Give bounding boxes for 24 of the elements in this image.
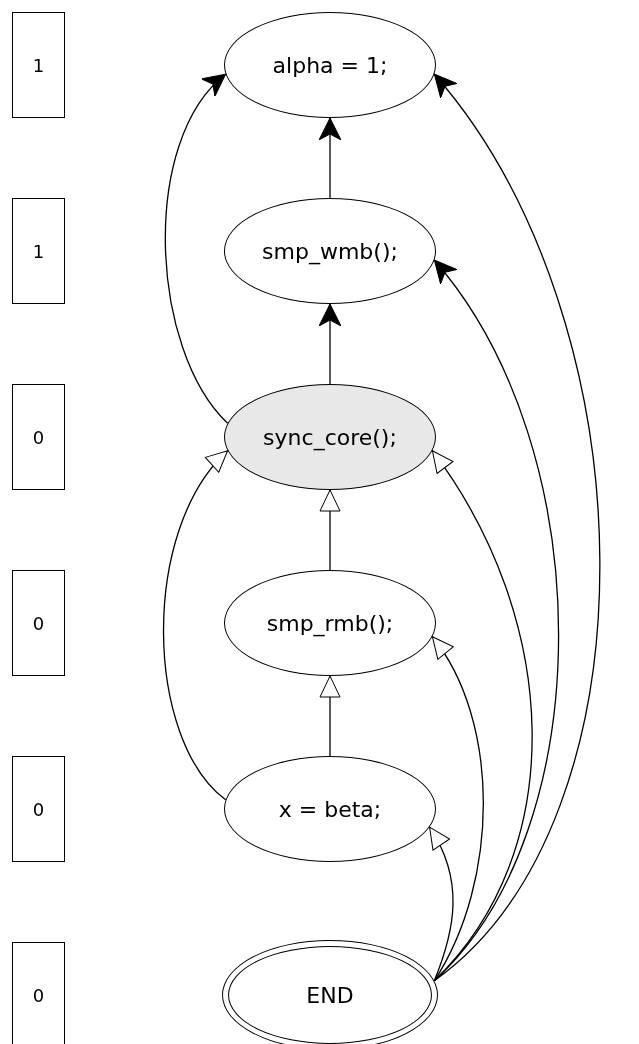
statement-text: sync_core(); [263, 423, 397, 453]
statement-text: smp_rmb(); [266, 609, 394, 639]
arrow [164, 73, 229, 424]
arrow [162, 450, 229, 801]
value-text: 0 [32, 425, 45, 450]
arrow [319, 675, 341, 757]
value-box [12, 12, 65, 118]
value-text: 0 [32, 797, 45, 822]
statement-text: alpha = 1; [272, 51, 388, 80]
value-box [12, 384, 65, 490]
statement-text: END [306, 981, 354, 1010]
statement-text: smp_wmb(); [262, 237, 398, 267]
value-text: 0 [32, 611, 45, 636]
value-text: 1 [32, 239, 45, 264]
arrow [318, 117, 342, 199]
statement-text: x = beta; [278, 795, 382, 824]
arrow [318, 303, 342, 385]
value-text: 0 [32, 983, 45, 1008]
value-box [12, 570, 65, 676]
value-text: 1 [32, 53, 45, 78]
value-box [12, 756, 65, 862]
value-box [12, 198, 65, 304]
value-box [12, 942, 65, 1044]
arrow [319, 489, 341, 571]
